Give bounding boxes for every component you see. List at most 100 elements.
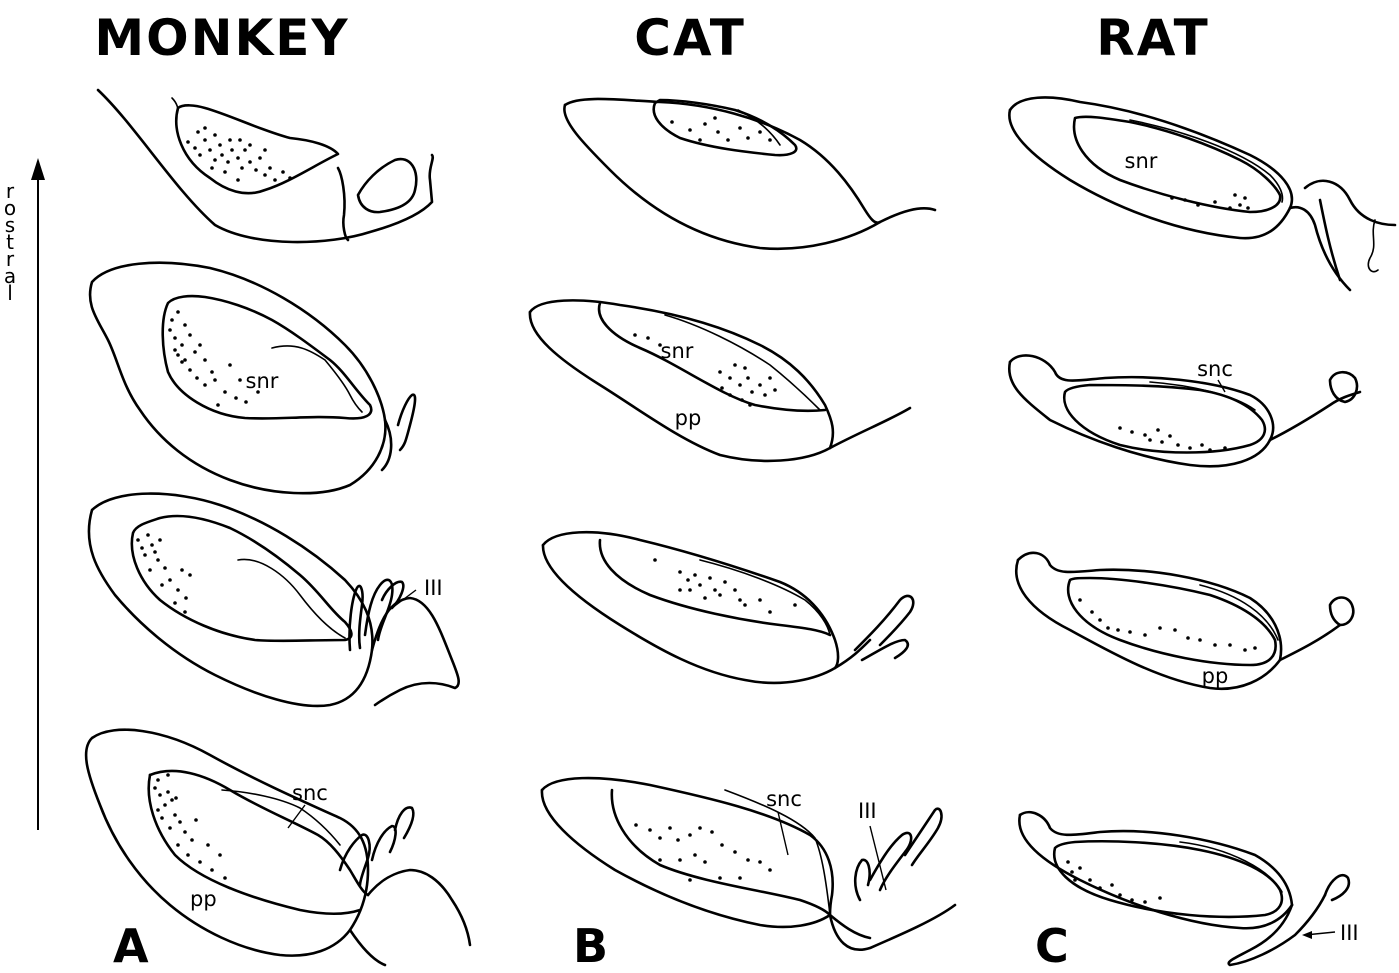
labeled-cell-dot	[1078, 598, 1082, 602]
labeled-cell-dot	[213, 378, 217, 382]
labeled-cell-dot	[718, 593, 722, 597]
labeled-cell-dot	[243, 148, 247, 152]
labeled-cell-dot	[1070, 870, 1074, 874]
labeled-cell-dot	[190, 838, 194, 842]
labeled-cell-dot	[1253, 646, 1257, 650]
labeled-cell-dot	[1200, 443, 1204, 447]
labeled-cell-dot	[238, 138, 242, 142]
labeled-cell-dot	[173, 348, 177, 352]
labeled-cell-dot	[738, 598, 742, 602]
labeled-cell-dot	[646, 336, 650, 340]
labeled-cell-dot	[718, 370, 722, 374]
labeled-cell-dot	[218, 853, 222, 857]
monkey-section-1	[98, 90, 433, 242]
labeled-cell-dot	[1186, 636, 1190, 640]
labeled-cell-dot	[738, 126, 742, 130]
cat-section-2-dots	[633, 333, 777, 407]
labeled-cell-dot	[188, 333, 192, 337]
labeled-cell-dot	[1098, 618, 1102, 622]
labeled-cell-dot	[773, 388, 777, 392]
heading-monkey: MONKEY	[94, 9, 349, 67]
labeled-cell-dot	[758, 860, 762, 864]
heading-cat: CAT	[634, 9, 746, 67]
labeled-cell-dot	[1116, 628, 1120, 632]
labeled-cell-dot	[206, 843, 210, 847]
labeled-cell-dot	[1158, 896, 1162, 900]
labeled-cell-dot	[176, 310, 180, 314]
labeled-cell-dot	[160, 583, 164, 587]
labeled-cell-dot	[688, 878, 692, 882]
labeled-cell-dot	[1143, 633, 1147, 637]
cat-snc-label: snc	[766, 787, 802, 811]
labeled-cell-dot	[1073, 878, 1077, 882]
labeled-cell-dot	[228, 363, 232, 367]
labeled-cell-dot	[653, 558, 657, 562]
rat-section-4: III	[1019, 812, 1358, 965]
labeled-cell-dot	[288, 176, 292, 180]
labeled-cell-dot	[763, 393, 767, 397]
labeled-cell-dot	[678, 588, 682, 592]
labeled-cell-dot	[248, 143, 252, 147]
labeled-cell-dot	[1110, 883, 1114, 887]
labeled-cell-dot	[733, 850, 737, 854]
labeled-cell-dot	[1128, 630, 1132, 634]
labeled-cell-dot	[743, 366, 747, 370]
labeled-cell-dot	[758, 598, 762, 602]
labeled-cell-dot	[153, 786, 157, 790]
labeled-cell-dot	[1143, 433, 1147, 437]
labeled-cell-dot	[713, 588, 717, 592]
labeled-cell-dot	[176, 588, 180, 592]
labeled-cell-dot	[153, 550, 157, 554]
labeled-cell-dot	[281, 170, 285, 174]
labeled-cell-dot	[758, 383, 762, 387]
labeled-cell-dot	[1196, 203, 1200, 207]
labeled-cell-dot	[210, 370, 214, 374]
labeled-cell-dot	[740, 398, 744, 402]
labeled-cell-dot	[670, 120, 674, 124]
labeled-cell-dot	[1106, 626, 1110, 630]
labeled-cell-dot	[746, 136, 750, 140]
labeled-cell-dot	[168, 328, 172, 332]
labeled-cell-dot	[693, 573, 697, 577]
labeled-cell-dot	[183, 610, 187, 614]
labeled-cell-dot	[220, 153, 224, 157]
labeled-cell-dot	[158, 793, 162, 797]
labeled-cell-dot	[668, 826, 672, 830]
labeled-cell-dot	[183, 358, 187, 362]
labeled-cell-dot	[213, 158, 217, 162]
labeled-cell-dot	[203, 358, 207, 362]
labeled-cell-dot	[678, 570, 682, 574]
labeled-cell-dot	[180, 343, 184, 347]
labeled-cell-dot	[193, 146, 197, 150]
labeled-cell-dot	[1143, 900, 1147, 904]
labeled-cell-dot	[733, 588, 737, 592]
labeled-cell-dot	[710, 830, 714, 834]
labeled-cell-dot	[743, 603, 747, 607]
labeled-cell-dot	[213, 133, 217, 137]
panel-letter-a: A	[113, 919, 149, 973]
rat-snr-label: snr	[1125, 149, 1158, 173]
panel-letter-c: C	[1035, 919, 1069, 973]
labeled-cell-dot	[156, 778, 160, 782]
labeled-cell-dot	[720, 386, 724, 390]
labeled-cell-dot	[708, 576, 712, 580]
labeled-cell-dot	[254, 168, 258, 172]
labeled-cell-dot	[703, 860, 707, 864]
labeled-cell-dot	[198, 860, 202, 864]
labeled-cell-dot	[1156, 428, 1160, 432]
labeled-cell-dot	[1246, 206, 1250, 210]
labeled-cell-dot	[173, 813, 177, 817]
labeled-cell-dot	[184, 596, 188, 600]
labeled-cell-dot	[156, 558, 160, 562]
labeled-cell-dot	[163, 803, 167, 807]
labeled-cell-dot	[1213, 200, 1217, 204]
labeled-cell-dot	[223, 170, 227, 174]
labeled-cell-dot	[193, 350, 197, 354]
labeled-cell-dot	[198, 153, 202, 157]
labeled-cell-dot	[178, 820, 182, 824]
labeled-cell-dot	[768, 376, 772, 380]
labeled-cell-dot	[738, 383, 742, 387]
labeled-cell-dot	[228, 138, 232, 142]
labeled-cell-dot	[195, 376, 199, 380]
labeled-cell-dot	[1233, 193, 1237, 197]
